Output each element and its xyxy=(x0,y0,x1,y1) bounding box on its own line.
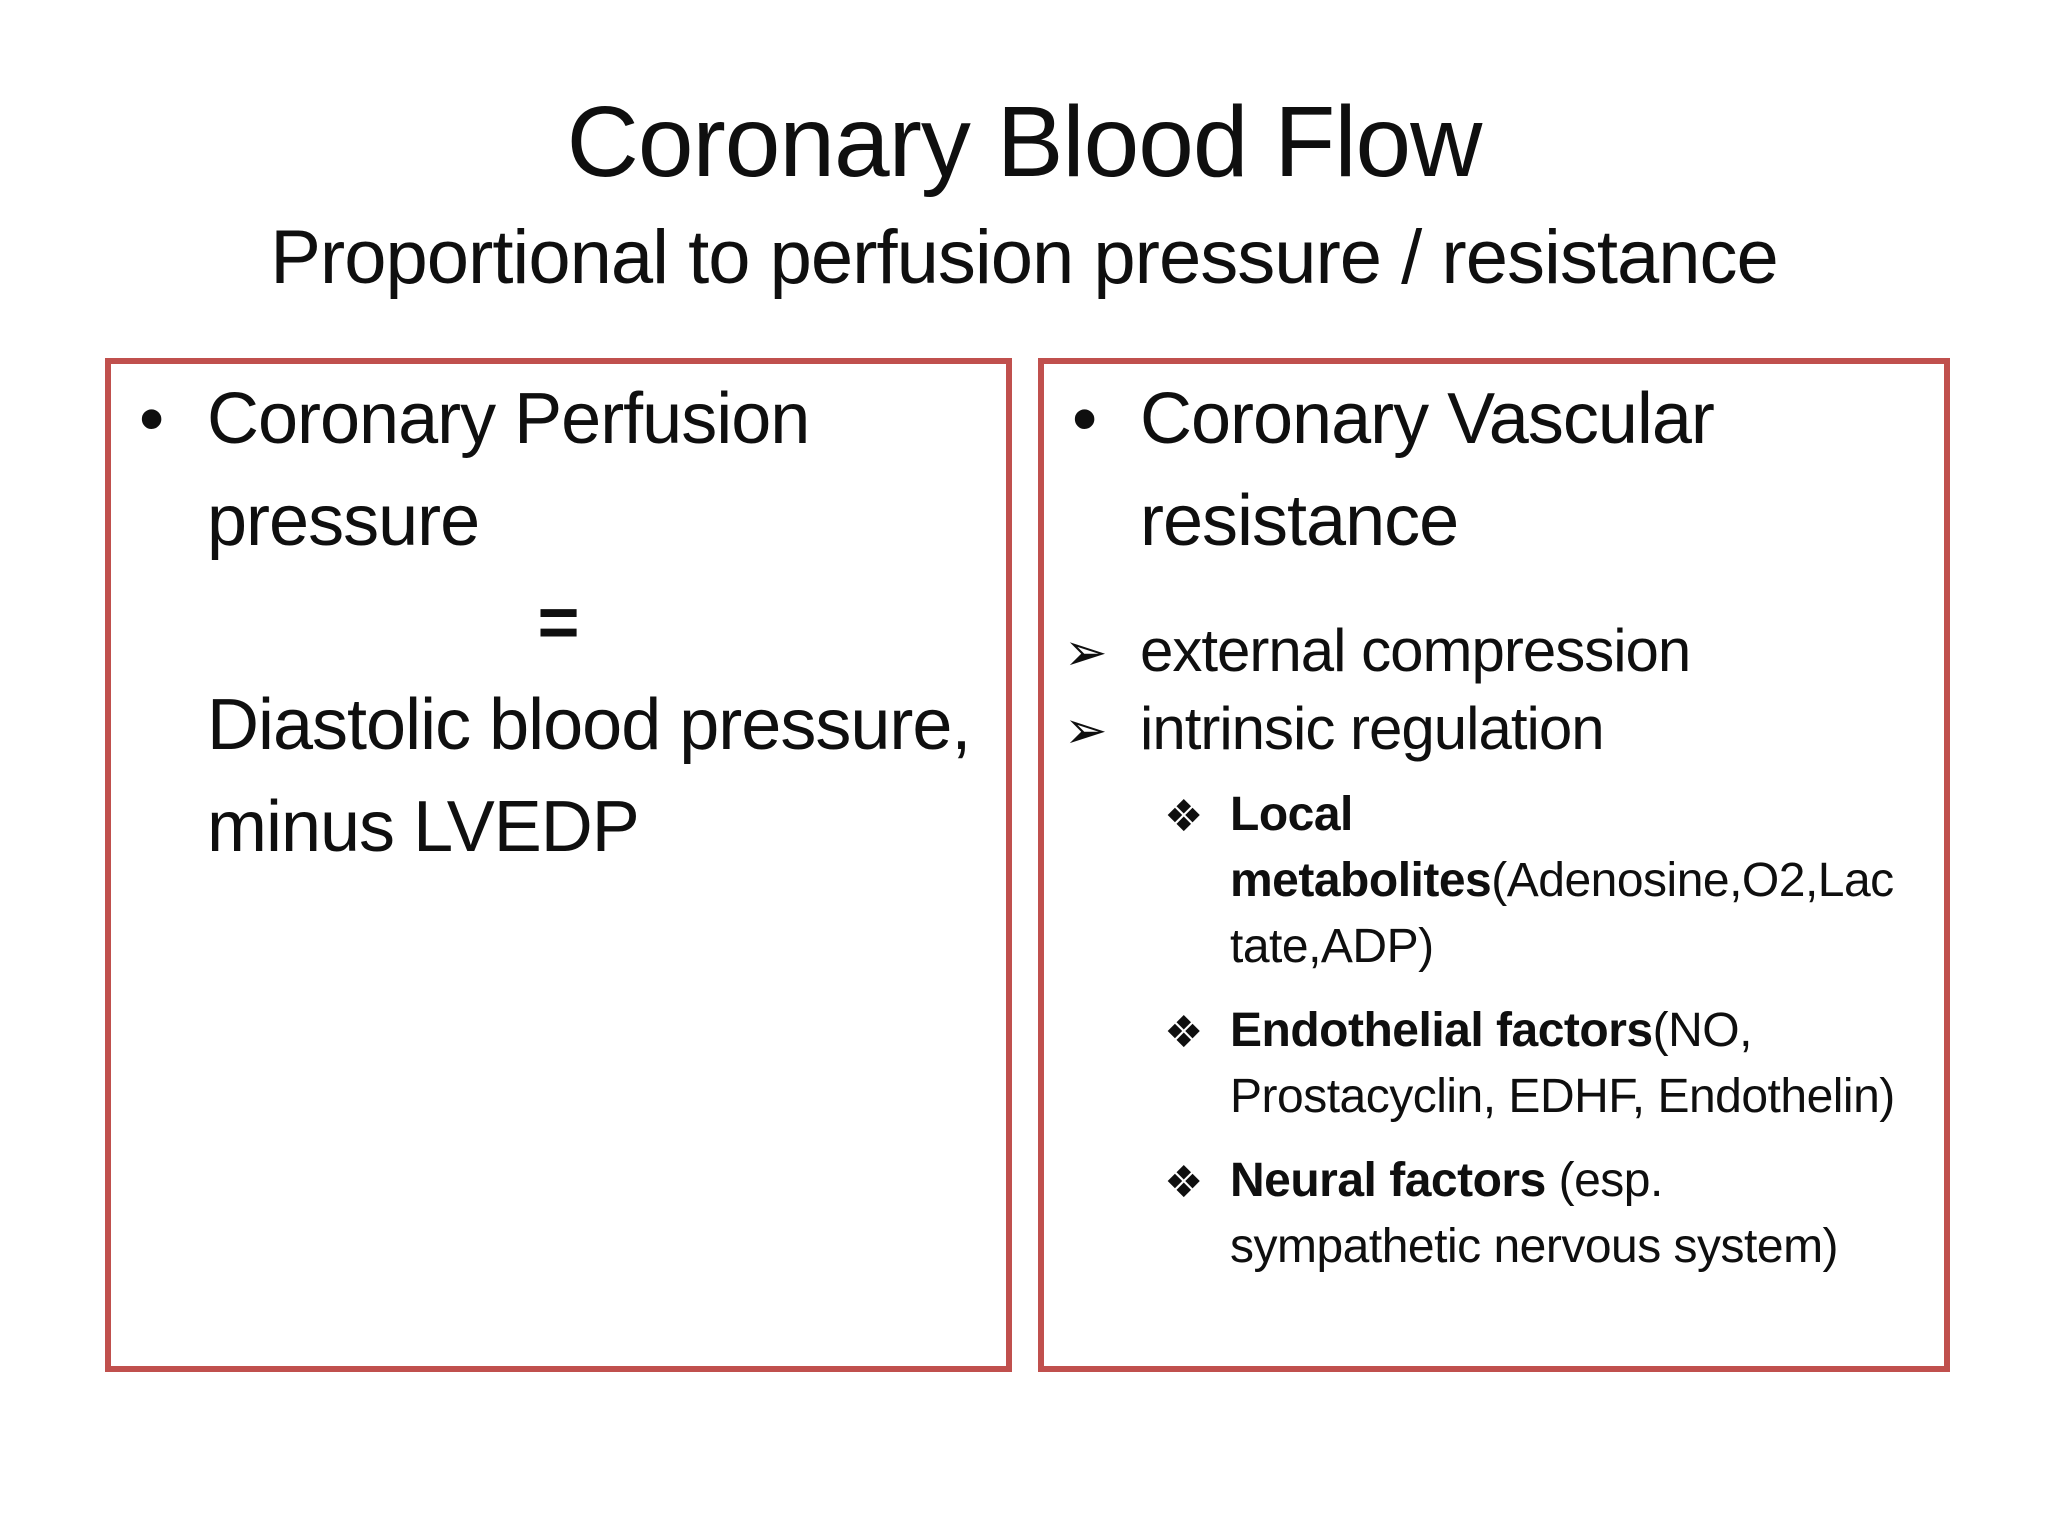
list-item-text: intrinsic regulation xyxy=(1140,695,1605,762)
left-panel: • Coronary Perfusion pressure = Diastoli… xyxy=(105,358,1012,1372)
list-item-text: (NO, Prostacyclin, EDHF, Endothelin) xyxy=(1230,1004,1895,1123)
diamond-bullet-icon: ❖ xyxy=(1164,1157,1203,1208)
arrow-bullet-icon: ➢ xyxy=(1064,701,1108,761)
list-item-text: (esp. sympathetic nervous system) xyxy=(1230,1154,1839,1273)
diamond-bullet-icon: ❖ xyxy=(1164,791,1203,842)
list-item-intrinsic-regulation: ➢ intrinsic regulation xyxy=(1044,690,1944,768)
equals-sign: = xyxy=(537,583,580,663)
page-subtitle: Proportional to perfusion pressure / res… xyxy=(270,215,1779,300)
list-item-external-compression: ➢ external compression xyxy=(1044,612,1944,690)
right-panel: • Coronary Vascular resistance ➢ externa… xyxy=(1038,358,1950,1372)
list-item-text: Coronary Perfusion pressure xyxy=(207,379,810,561)
list-item-endothelial-factors: ❖ Endothelial factors(NO, Prostacyclin, … xyxy=(1044,998,1944,1130)
list-item-neural-factors: ❖ Neural factors (esp. sympathetic nervo… xyxy=(1044,1148,1944,1280)
right-panel-content: • Coronary Vascular resistance ➢ externa… xyxy=(1044,364,1944,1280)
list-item-text-bold: Endothelial factors xyxy=(1230,1004,1653,1057)
list-item-diastolic-minus-lvedp: Diastolic blood pressure, minus LVEDP xyxy=(207,685,971,867)
list-item-text: (Adenosine,O2,Lactate,ADP) xyxy=(1230,854,1894,973)
list-item-text: external compression xyxy=(1140,617,1691,684)
list-item-text: Coronary Vascular resistance xyxy=(1140,379,1715,561)
list-item-coronary-vascular-resistance: • Coronary Vascular resistance xyxy=(1044,368,1944,572)
bullet-dot-icon: • xyxy=(1072,379,1097,459)
bullet-dot-icon: • xyxy=(139,379,164,459)
left-panel-content: • Coronary Perfusion pressure = Diastoli… xyxy=(111,364,1006,878)
list-item-coronary-perfusion-pressure: • Coronary Perfusion pressure xyxy=(111,368,1006,572)
diamond-bullet-icon: ❖ xyxy=(1164,1007,1203,1058)
arrow-bullet-icon: ➢ xyxy=(1064,623,1108,683)
page-title: Coronary Blood Flow xyxy=(566,86,1483,198)
list-item-text-bold: Neural factors xyxy=(1230,1154,1546,1207)
list-item-text-bold: Local metabolites xyxy=(1230,788,1492,907)
list-item-local-metabolites: ❖ Local metabolites(Adenosine,O2,Lactate… xyxy=(1044,782,1944,980)
